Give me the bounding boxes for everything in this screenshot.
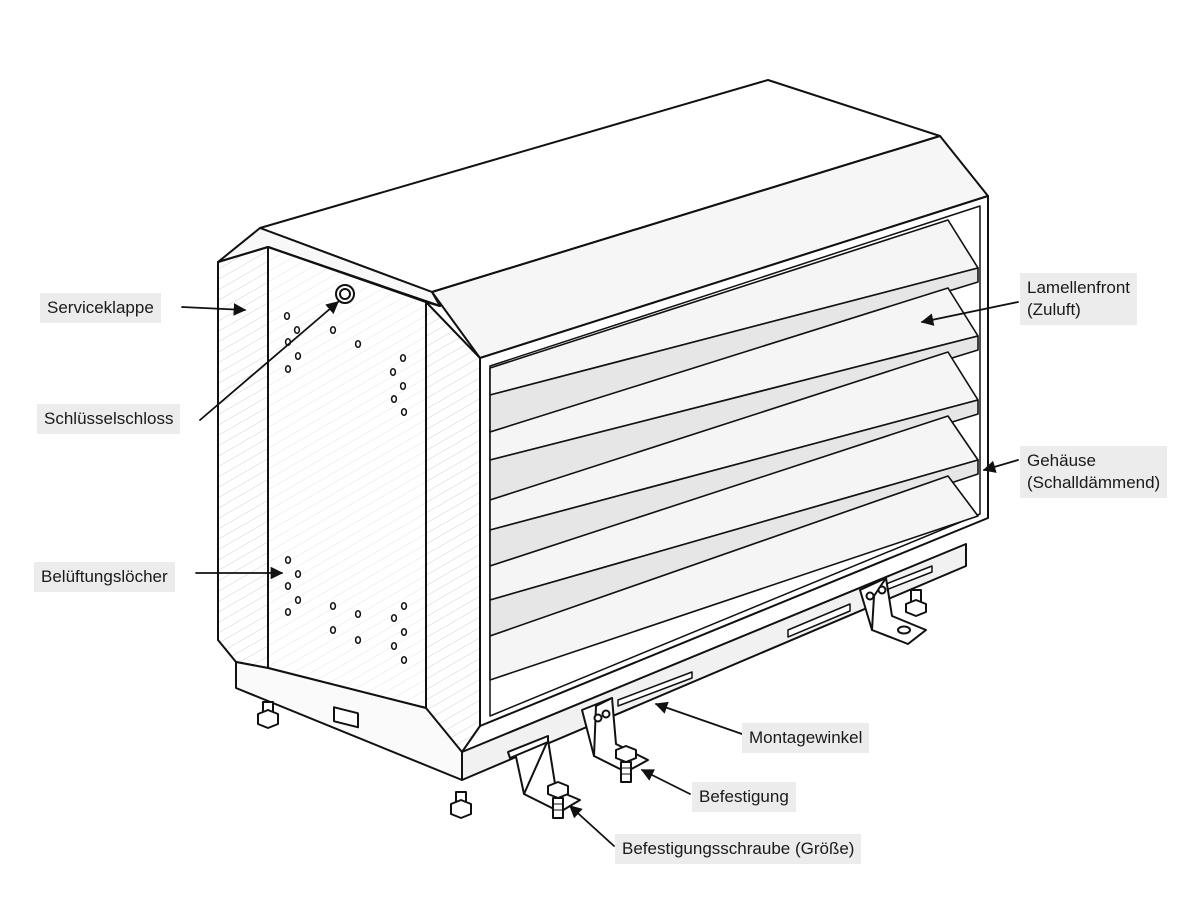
arrow-lamellenfront [920,301,1019,326]
arrow-befestigungsschraube [569,805,615,847]
arrow-serviceklappe [181,303,247,316]
label-schluesselschloss: Schlüsselschloss [37,404,181,434]
bolt-bottom [450,791,472,819]
bolt-rear [905,589,927,617]
housing-corner-band [425,301,481,753]
mounting-bracket-front [507,735,581,813]
louver-front [479,195,989,727]
bolt-middle [615,745,637,783]
mounting-bracket-rear [859,577,927,645]
arrow-montagewinkel [654,701,743,735]
arrow-befestigung [640,769,691,795]
key-lock-icon [335,284,355,304]
label-befestigung: Befestigung [692,782,796,812]
bolt-left [257,701,279,729]
service-door [267,246,441,709]
label-gehaeuse: Gehäuse (Schalldämmend) [1020,446,1168,498]
label-belueftungsloecher: Belüftungslöcher [34,562,175,592]
arrow-schluesselschloss [199,301,339,421]
label-serviceklappe: Serviceklappe [40,293,161,323]
bolt-front [547,781,569,819]
base-slots [617,565,933,707]
label-befestigungsschraube: Befestigungsschraube (Größe) [615,834,862,864]
label-lamellenfront: Lamellenfront (Zuluft) [1020,273,1138,325]
label-montagewinkel: Montagewinkel [742,723,870,753]
arrow-gehaeuse [982,459,1019,473]
ventilation-holes [283,311,408,665]
leader-arrows [181,301,1019,847]
